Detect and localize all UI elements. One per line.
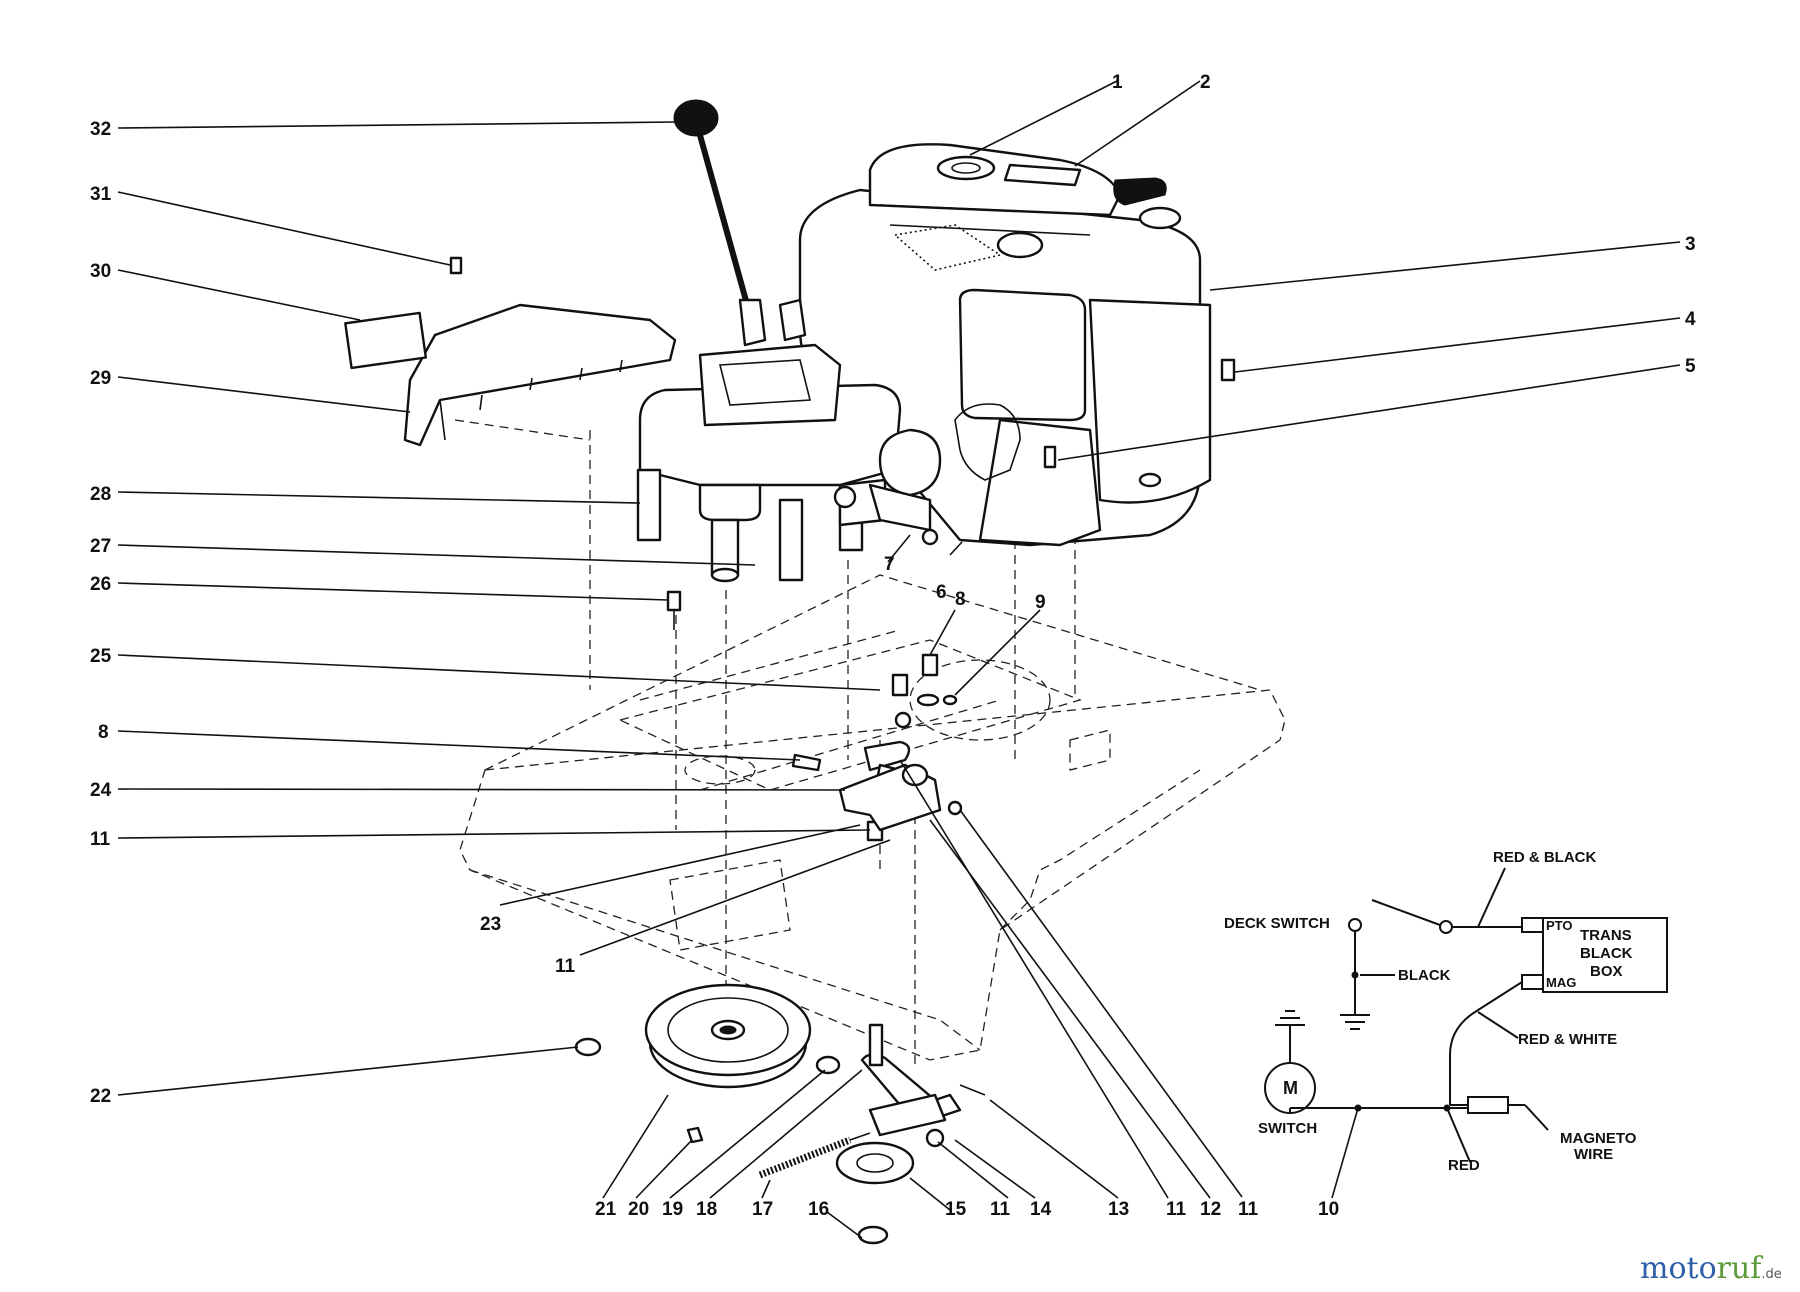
callout-11-bottom-a: 11 [990,1199,1011,1220]
label-pto: PTO [1546,918,1573,933]
decal [344,311,428,370]
watermark-part-3: .de [1761,1267,1781,1282]
label-red: RED [1448,1157,1480,1174]
label-mag: MAG [1546,975,1576,990]
label-magneto-line-2: WIRE [1574,1146,1613,1163]
callout-11-left-upper: 11 [90,829,111,850]
callout-4: 4 [1685,309,1696,330]
label-deck-switch: DECK SWITCH [1224,915,1330,932]
callout-8-left: 8 [98,722,109,743]
label-switch: SWITCH [1258,1120,1317,1137]
callout-23: 23 [480,914,501,935]
callout-20: 20 [628,1199,649,1220]
label-black: BLACK [1398,967,1451,984]
callout-32: 32 [90,119,111,140]
engine-mount-bracket [838,763,942,832]
callout-10: 10 [1318,1199,1339,1220]
callout-24: 24 [90,780,112,801]
callout-26: 26 [90,574,111,595]
callout-19: 19 [662,1199,683,1220]
label-box-line-2: BLACK [1580,945,1633,962]
belt-guard [403,303,677,447]
callout-11-left-lower: 11 [555,956,576,977]
label-box-line-3: BOX [1590,963,1623,980]
callout-12: 12 [1200,1199,1221,1220]
drive-pulley [574,983,812,1144]
watermark-part-2: ruf [1717,1251,1764,1286]
label-switch-symbol: M [1283,1078,1298,1098]
deck-switch-terminal [1348,918,1362,932]
callout-6: 6 [936,582,947,603]
callout-29: 29 [90,368,111,389]
callout-11-bottom-c: 11 [1238,1199,1259,1220]
label-box-line-1: TRANS [1580,927,1632,944]
callout-labels: 1 2 3 4 5 6 7 8 9 8 10 11 11 11 11 11 12… [90,72,1696,1220]
callout-8-upper: 8 [955,589,966,610]
callout-11-bottom-b: 11 [1166,1199,1187,1220]
leader-lines [117,80,1681,1239]
callout-25: 25 [90,646,112,667]
shift-lever [673,99,807,347]
callout-21: 21 [595,1199,617,1220]
callout-1: 1 [1112,72,1123,93]
callout-28: 28 [90,484,111,505]
callout-17: 17 [752,1199,773,1220]
transmission [636,343,1021,583]
callout-30: 30 [90,261,111,282]
trans-black-box [1542,917,1668,993]
idler-assembly [758,1023,986,1245]
callout-31: 31 [90,184,112,205]
callout-13: 13 [1108,1199,1129,1220]
label-red-white: RED & WHITE [1518,1031,1617,1048]
label-magneto-line-1: MAGNETO [1560,1130,1637,1147]
svg-text:motoruf.de: motoruf.de [1640,1251,1782,1286]
callout-5: 5 [1685,356,1696,377]
callout-22: 22 [90,1086,111,1107]
callout-14: 14 [1030,1199,1052,1220]
callout-16: 16 [808,1199,829,1220]
wiring-schematic: RED & BLACK DECK SWITCH BLACK PTO MAG TR… [1224,849,1668,1174]
magneto-connector [1467,1096,1509,1114]
callout-2: 2 [1200,72,1211,93]
callout-15: 15 [945,1199,967,1220]
callout-27: 27 [90,536,111,557]
watermark: motoruf.de [1640,1251,1782,1286]
label-red-black: RED & BLACK [1493,849,1596,866]
pto-terminal [1521,917,1544,933]
callout-3: 3 [1685,234,1696,255]
callout-7: 7 [884,554,895,575]
mag-terminal [1521,974,1544,990]
callout-18: 18 [696,1199,717,1220]
callout-9: 9 [1035,592,1046,613]
watermark-part-1: moto [1640,1251,1717,1286]
